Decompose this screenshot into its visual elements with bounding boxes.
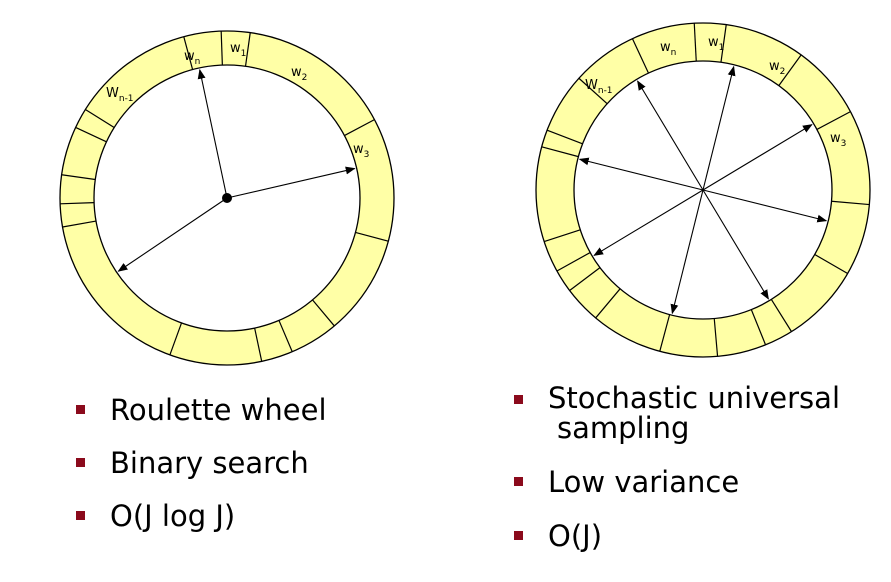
segment-divider bbox=[713, 318, 719, 357]
list-item-text: Low variance bbox=[548, 465, 740, 499]
segment-divider bbox=[595, 288, 621, 319]
bullet-square-icon bbox=[76, 458, 85, 467]
segment-divider bbox=[693, 23, 697, 62]
segment-divider bbox=[816, 111, 851, 130]
segment-divider bbox=[312, 299, 335, 327]
segment-divider bbox=[546, 129, 583, 145]
segment-divider bbox=[556, 252, 591, 272]
segment-divider bbox=[60, 202, 95, 205]
segment-divider bbox=[659, 314, 671, 352]
label-w2: w2 bbox=[769, 59, 785, 77]
wheel-outer-edge bbox=[59, 30, 395, 366]
segment-divider bbox=[220, 31, 223, 66]
segment-divider bbox=[278, 320, 293, 352]
segment-divider bbox=[62, 220, 97, 228]
pointer-arrow bbox=[117, 197, 228, 272]
list-item-text: Binary search bbox=[110, 446, 309, 480]
bullet-square-icon bbox=[514, 477, 523, 486]
label-w1: w1 bbox=[708, 35, 724, 53]
segment-divider bbox=[61, 174, 96, 181]
segment-divider bbox=[344, 119, 375, 137]
label-w2: w2 bbox=[291, 65, 307, 83]
segment-divider bbox=[750, 309, 767, 346]
wheel-ring bbox=[60, 31, 394, 365]
list-item: Binary search bbox=[74, 446, 327, 480]
label-w3: w3 bbox=[830, 131, 846, 149]
bullet-square-icon bbox=[514, 395, 523, 404]
segment-dividers bbox=[60, 31, 389, 362]
segment-divider bbox=[831, 200, 870, 206]
label-wn: wn bbox=[660, 40, 676, 58]
segment-divider bbox=[183, 36, 194, 70]
pointer-arrow bbox=[593, 189, 704, 256]
selection-pointers bbox=[117, 68, 356, 272]
segment-divider bbox=[169, 322, 183, 356]
bullet-square-icon bbox=[76, 511, 85, 520]
pointer-arrow bbox=[637, 80, 704, 191]
segment-dividers bbox=[541, 23, 870, 357]
label-wn: wn bbox=[184, 49, 200, 67]
label-wn-1: Wn-1 bbox=[106, 86, 134, 104]
list-item-text: Roulette wheel bbox=[110, 393, 327, 427]
segment-divider bbox=[543, 229, 581, 243]
segment-divider bbox=[85, 108, 115, 129]
label-w3: w3 bbox=[353, 142, 369, 160]
list-item-text: Stochastic universal bbox=[548, 381, 840, 415]
list-item: O(J log J) bbox=[74, 499, 327, 533]
pointer-arrow bbox=[670, 189, 704, 315]
pointer-arrow bbox=[702, 189, 828, 223]
label-wn-1: Wn-1 bbox=[585, 78, 613, 96]
list-item: O(J) bbox=[512, 519, 840, 553]
segment-divider bbox=[569, 267, 601, 291]
wheel-outer-edge bbox=[535, 22, 871, 358]
list-item-text-continuation: sampling bbox=[557, 411, 690, 445]
selection-pointers bbox=[578, 65, 828, 315]
list-item-text: O(J) bbox=[548, 519, 603, 553]
list-item: Roulette wheel bbox=[74, 393, 327, 427]
list-item: Low variance bbox=[512, 465, 840, 499]
segment-divider bbox=[770, 299, 793, 332]
roulette-wheel-diagram: wn w1 w2 w3 Wn-1 bbox=[59, 30, 395, 366]
roulette-properties-list: Roulette wheel Binary search O(J log J) bbox=[74, 393, 327, 552]
wheel-ring bbox=[536, 23, 870, 357]
bullet-square-icon bbox=[514, 531, 523, 540]
segment-divider bbox=[578, 77, 608, 105]
segment-divider bbox=[541, 146, 579, 158]
pointer-arrow bbox=[702, 189, 769, 300]
segment-divider bbox=[778, 54, 802, 86]
segment-divider bbox=[631, 38, 650, 74]
segment-divider bbox=[355, 231, 389, 242]
pointer-arrow bbox=[226, 166, 356, 199]
segment-divider bbox=[75, 126, 107, 143]
segment-divider bbox=[254, 327, 263, 362]
list-item-text: O(J log J) bbox=[110, 499, 236, 533]
wheel-hub bbox=[222, 193, 232, 203]
label-w1: w1 bbox=[230, 41, 246, 59]
pointer-arrow bbox=[578, 157, 704, 191]
pointer-arrow bbox=[702, 65, 736, 191]
segment-divider bbox=[244, 32, 251, 67]
pointer-arrow bbox=[702, 124, 813, 191]
bullet-square-icon bbox=[76, 405, 85, 414]
sus-wheel-diagram: wn w1 w2 w3 Wn-1 bbox=[535, 22, 871, 358]
segment-divider bbox=[720, 24, 727, 63]
pointer-arrow bbox=[197, 68, 228, 199]
segment-divider bbox=[814, 253, 848, 275]
